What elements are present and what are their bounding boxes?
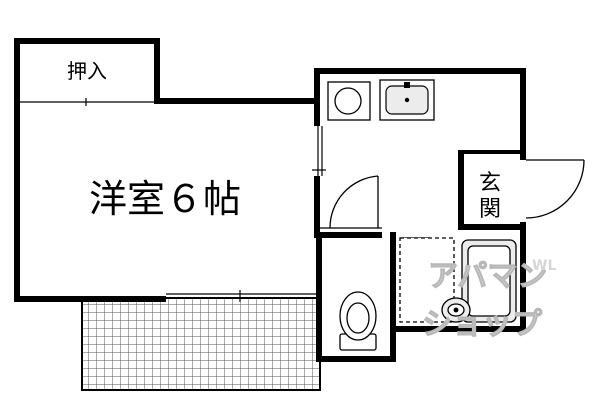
toilet-icon [339,291,377,351]
watermark-small: WL [532,258,556,274]
stove [327,81,371,121]
entrance-label-line1: 玄 [479,171,501,196]
bathtub [461,239,517,323]
washbasin [399,237,471,323]
balcony [81,297,321,391]
kitchen-sink [379,79,435,121]
watermark-main-top: アパマン [428,259,547,294]
entrance-label-line2: 関 [479,197,501,222]
walls [14,38,526,362]
watermark: アパマン ショップ WL [422,258,557,343]
western-room-label: 洋室６帖 [89,177,241,221]
doors [329,159,585,253]
closet-label: 押入 [67,59,107,83]
watermark-main-bottom: ショップ [422,307,543,342]
frames [20,98,382,302]
